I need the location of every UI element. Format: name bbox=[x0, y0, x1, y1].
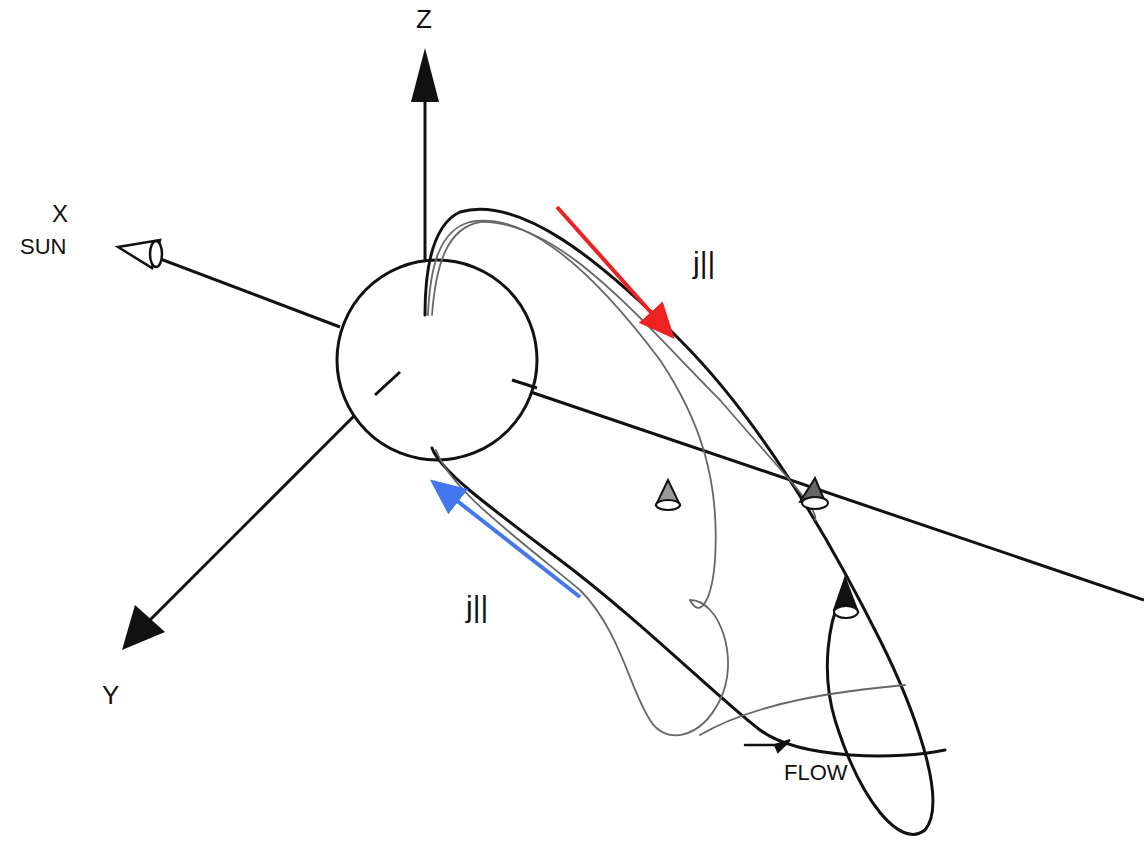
flow-cones bbox=[656, 478, 858, 752]
y-axis bbox=[150, 395, 375, 620]
current-arrow-up bbox=[433, 482, 580, 597]
field-lines bbox=[425, 209, 945, 834]
current-arrow-down bbox=[557, 207, 672, 336]
z-arrowhead bbox=[411, 48, 439, 102]
axis-label: Y bbox=[102, 682, 119, 708]
x-axis-tail bbox=[510, 385, 1144, 600]
sun-label: SUN bbox=[20, 236, 66, 258]
axis-label: Z bbox=[416, 6, 432, 32]
x-axis-cone bbox=[118, 240, 162, 268]
current-label: j|| bbox=[693, 248, 715, 278]
earth bbox=[337, 260, 537, 460]
x-axis bbox=[150, 255, 340, 327]
y-arrowhead bbox=[122, 605, 165, 650]
flow-label: FLOW bbox=[784, 762, 848, 784]
current-label: j|| bbox=[466, 592, 488, 622]
axis-label: X bbox=[52, 202, 68, 226]
